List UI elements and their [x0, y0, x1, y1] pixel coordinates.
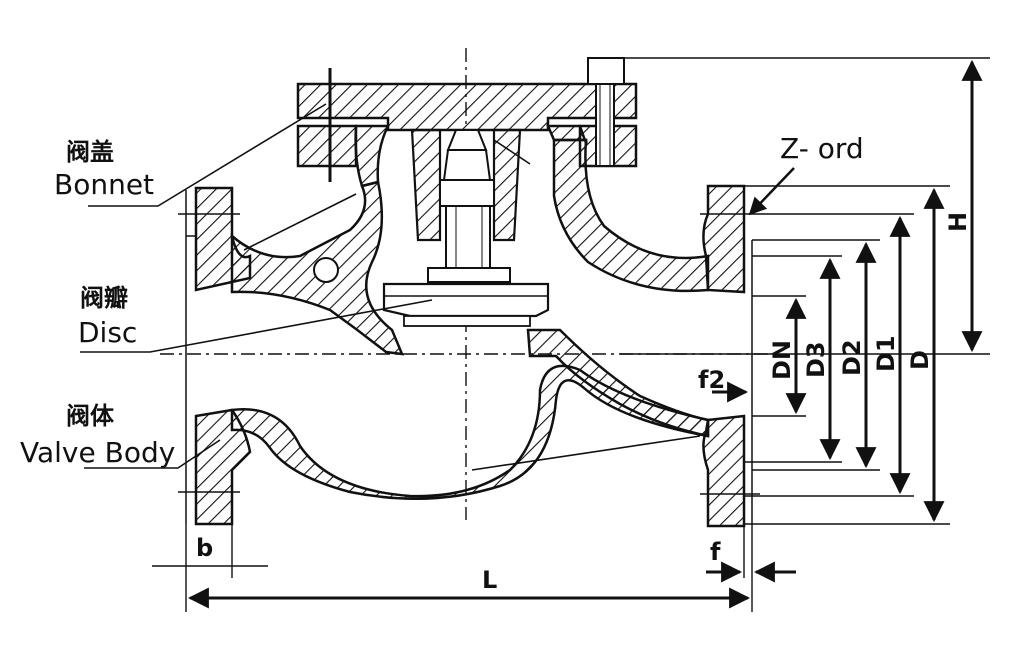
dimension-labels: H D D1 D2 D3 DN f2 f b L — [196, 212, 972, 594]
body-lower-chamber — [230, 364, 710, 500]
seat-partition — [526, 328, 710, 438]
dim-f2: f2 — [698, 366, 725, 394]
dim-f: f — [710, 538, 721, 566]
right-flange — [700, 184, 760, 528]
disc — [382, 282, 550, 318]
left-flange — [178, 186, 252, 526]
dim-DN: DN — [768, 340, 796, 380]
dim-L: L — [482, 566, 497, 594]
body-label-en: Valve Body — [20, 436, 175, 469]
part-labels: 阀盖 Bonnet 阀瓣 Disc 阀体 Valve Body Z- ord — [20, 132, 864, 469]
bonnet-label-en: Bonnet — [54, 168, 154, 201]
gland-ball — [313, 257, 339, 283]
body-upper-right-wall — [552, 138, 710, 293]
leader-lines — [80, 103, 701, 471]
z-ord-label: Z- ord — [780, 132, 864, 165]
bonnet-bolt-right — [587, 57, 625, 167]
z-ord-leader — [748, 167, 795, 216]
dim-D2: D2 — [838, 339, 866, 376]
disc-label-cn: 阀瓣 — [80, 284, 128, 312]
bonnet-label-cn: 阀盖 — [66, 138, 114, 166]
dim-b: b — [196, 534, 213, 562]
body-label-cn: 阀体 — [66, 402, 115, 430]
dim-H: H — [944, 212, 972, 232]
stem-disc-assembly — [313, 129, 550, 327]
disc-label-en: Disc — [78, 316, 137, 349]
dim-D: D — [906, 350, 934, 370]
dim-D1: D1 — [872, 335, 900, 372]
dimension-arrows — [152, 59, 983, 609]
dim-D3: D3 — [802, 341, 830, 378]
